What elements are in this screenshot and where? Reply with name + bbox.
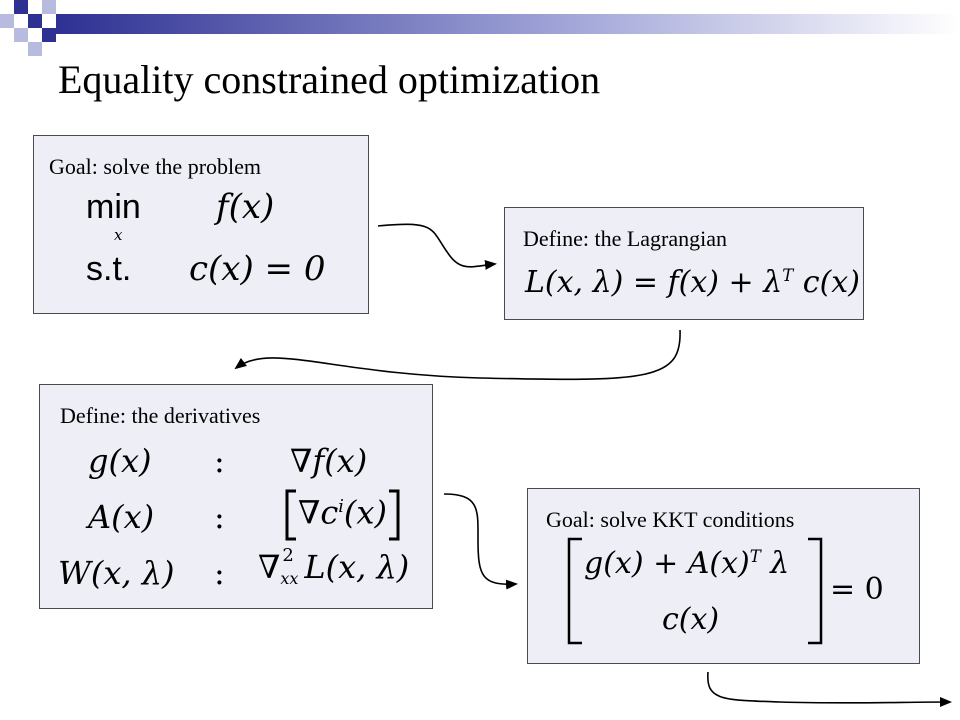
header-square-3	[0, 14, 14, 28]
lagrangian-equation: L(x, λ) = f(x) + λT c(x)	[525, 265, 860, 300]
colon-2: :	[214, 498, 225, 536]
lagrangian-box: Define: the Lagrangian L(x, λ) = f(x) + …	[504, 207, 864, 320]
kkt-label: Goal: solve KKT conditions	[546, 507, 795, 532]
gradient-symbol: g(x)	[88, 442, 152, 480]
transpose-superscript: T	[782, 266, 794, 285]
header-gradient-bar	[56, 14, 960, 34]
lagrangian-constraint-term: c(x)	[802, 265, 860, 300]
objective-function: f(x)	[216, 187, 275, 227]
header-square-6	[42, 28, 56, 42]
arrow-derivatives-to-kkt	[443, 493, 518, 590]
min-operator: min	[86, 188, 141, 226]
problem-box: Goal: solve the problem min x f(x) s.t. …	[33, 135, 369, 314]
left-bracket	[285, 489, 296, 541]
header-square-7	[28, 42, 42, 56]
subject-to-label: s.t.	[86, 250, 132, 288]
jacobian-definition: ∇ci(x)	[284, 489, 401, 541]
kkt-stationarity-row: g(x) + A(x)T λ	[584, 546, 790, 581]
kkt-multiplier: λ	[760, 546, 790, 581]
kkt-transpose: T	[749, 547, 761, 566]
derivatives-label: Define: the derivatives	[60, 403, 261, 428]
arrow-kkt-onward	[707, 671, 952, 708]
header-square-1	[14, 0, 28, 14]
kkt-gradient-term: g(x) + A(x)	[584, 546, 750, 581]
right-bracket	[388, 489, 400, 541]
header-square-2	[42, 0, 56, 14]
lagrangian-label: Define: the Lagrangian	[523, 226, 728, 251]
min-subscript: x	[114, 226, 123, 244]
gradient-definition: ∇f(x)	[290, 442, 368, 480]
kkt-feasibility-row: c(x)	[662, 602, 720, 637]
lagrangian-rhs: = f(x) + λ	[632, 265, 783, 300]
colon-3: :	[214, 554, 225, 592]
jacobian-index: i	[338, 496, 344, 517]
jacobian-nabla-c: ∇c	[298, 493, 339, 532]
equality-constraint: c(x) = 0	[189, 249, 326, 289]
derivatives-box: Define: the derivatives g(x) : ∇f(x) A(x…	[39, 384, 433, 609]
hessian-nabla: ∇	[258, 548, 281, 586]
page-title: Equality constrained optimization	[58, 57, 601, 102]
problem-label: Goal: solve the problem	[49, 154, 262, 179]
hessian-order: 2	[282, 545, 294, 566]
jacobian-symbol: A(x)	[88, 498, 155, 536]
hessian-definition: ∇2 xx L(x, λ)	[258, 547, 410, 587]
hessian-symbol: W(x, λ)	[58, 554, 175, 592]
hessian-subscript: xx	[280, 569, 299, 588]
kkt-box: Goal: solve KKT conditions g(x) + A(x)T …	[527, 488, 920, 664]
lagrangian-lhs: L(x, λ)	[525, 265, 624, 300]
arrow-lagrangian-to-derivatives	[234, 329, 681, 381]
hessian-lagrangian: L(x, λ)	[304, 548, 410, 586]
jacobian-argument: (x)	[343, 493, 387, 532]
header-square-4	[28, 14, 42, 28]
colon-1: :	[214, 442, 225, 480]
header-square-5	[14, 28, 28, 42]
kkt-right-bracket	[808, 537, 823, 645]
kkt-left-bracket	[567, 537, 582, 645]
kkt-equals-zero: = 0	[830, 572, 884, 607]
header-decoration	[0, 0, 960, 56]
arrow-problem-to-lagrangian	[377, 223, 497, 270]
